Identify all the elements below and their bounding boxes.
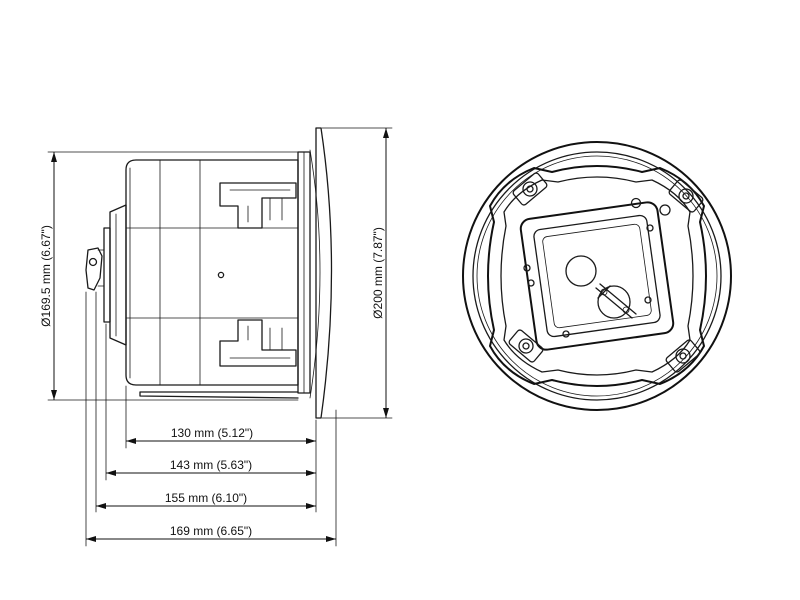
dim-label-143: 143 mm (5.63")	[170, 458, 252, 472]
dim-label-130: 130 mm (5.12")	[171, 426, 253, 440]
dim-label-155: 155 mm (6.10")	[165, 491, 247, 505]
dim-label-169: 169 mm (6.65")	[170, 524, 252, 538]
dim-label-grille-diameter: Ø200 mm (7.87")	[371, 227, 385, 319]
dim-label-body-diameter: Ø169.5 mm (6.67")	[39, 225, 53, 327]
dimension-lines	[47, 127, 393, 547]
side-view	[85, 127, 333, 419]
back-view	[462, 141, 732, 411]
